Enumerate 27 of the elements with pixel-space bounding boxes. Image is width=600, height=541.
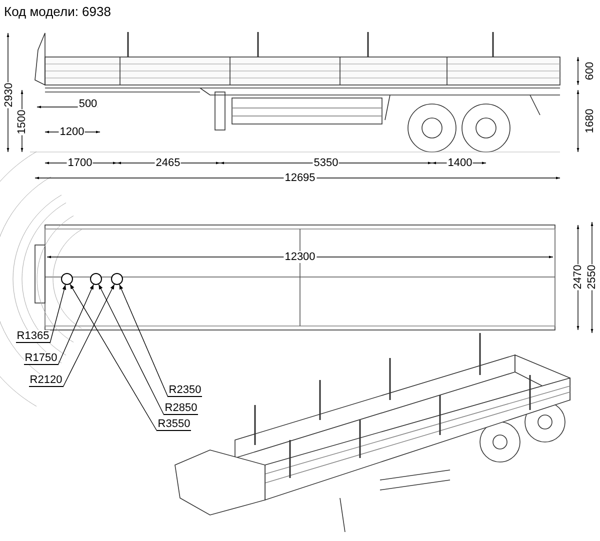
leader-line [58, 284, 94, 366]
dimension-value: 1680 [584, 108, 596, 134]
dimension-value: 500 [78, 98, 98, 110]
leader-line [98, 284, 164, 416]
leader-line [119, 284, 168, 398]
title: Код модели: 6938 [4, 3, 111, 21]
leader-line [70, 284, 158, 432]
dimension-value: 2465 [154, 157, 182, 169]
dimension-value: 2550 [586, 264, 598, 290]
radius-label: R1365 [16, 330, 50, 343]
dimension-value: 1200 [58, 126, 86, 138]
radius-label: R3550 [157, 418, 191, 431]
dimension-value: 1400 [446, 157, 474, 169]
dimension-value: 600 [584, 60, 596, 82]
radius-label: R1750 [24, 352, 58, 365]
leader-line [62, 284, 115, 388]
dimension-value: 1700 [66, 157, 94, 169]
radius-label: R2850 [164, 402, 198, 415]
dimension-value: 12695 [284, 172, 316, 184]
dimension-value: 5350 [312, 157, 340, 169]
dimension-value: 12300 [284, 251, 316, 263]
dimension-value: 2470 [572, 264, 584, 290]
leader-line [50, 284, 66, 344]
dimension-value: 2930 [3, 82, 15, 108]
radius-label: R2350 [168, 384, 202, 397]
dimension-value: 1500 [16, 108, 28, 136]
radius-label: R2120 [29, 374, 63, 387]
